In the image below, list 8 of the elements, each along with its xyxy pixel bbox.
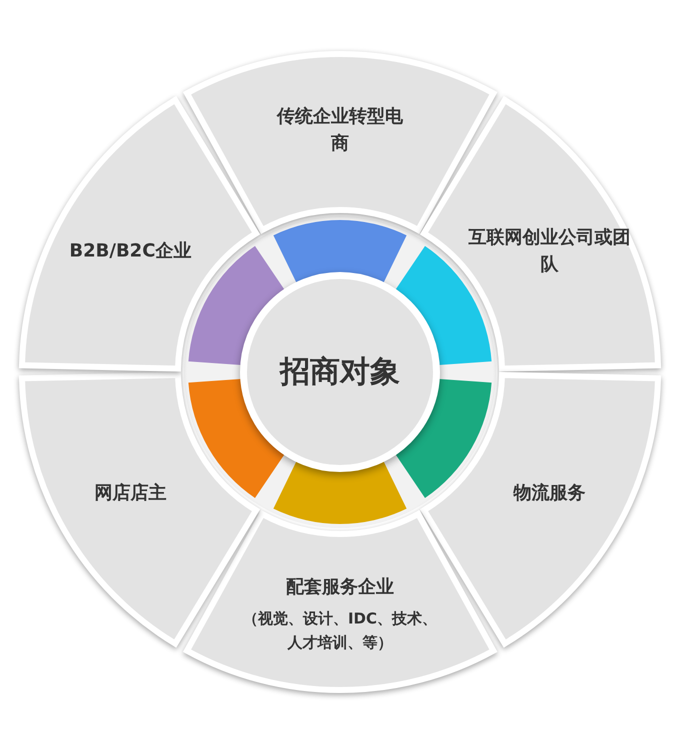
segment-label: 互联网创业公司或团队 <box>468 226 632 277</box>
segment-label: 物流服务 <box>512 481 587 506</box>
segment-label: 网店店主 <box>93 481 168 506</box>
segment-label: B2B/B2C企业 <box>68 239 192 264</box>
segment-label: 传统企业转型电商 <box>276 105 404 156</box>
segment-label: 配套服务企业 <box>284 575 395 600</box>
center-title: 招商对象 <box>280 354 400 392</box>
segment-note: （视觉、设计、IDC、技术、人才培训、等） <box>242 608 438 654</box>
